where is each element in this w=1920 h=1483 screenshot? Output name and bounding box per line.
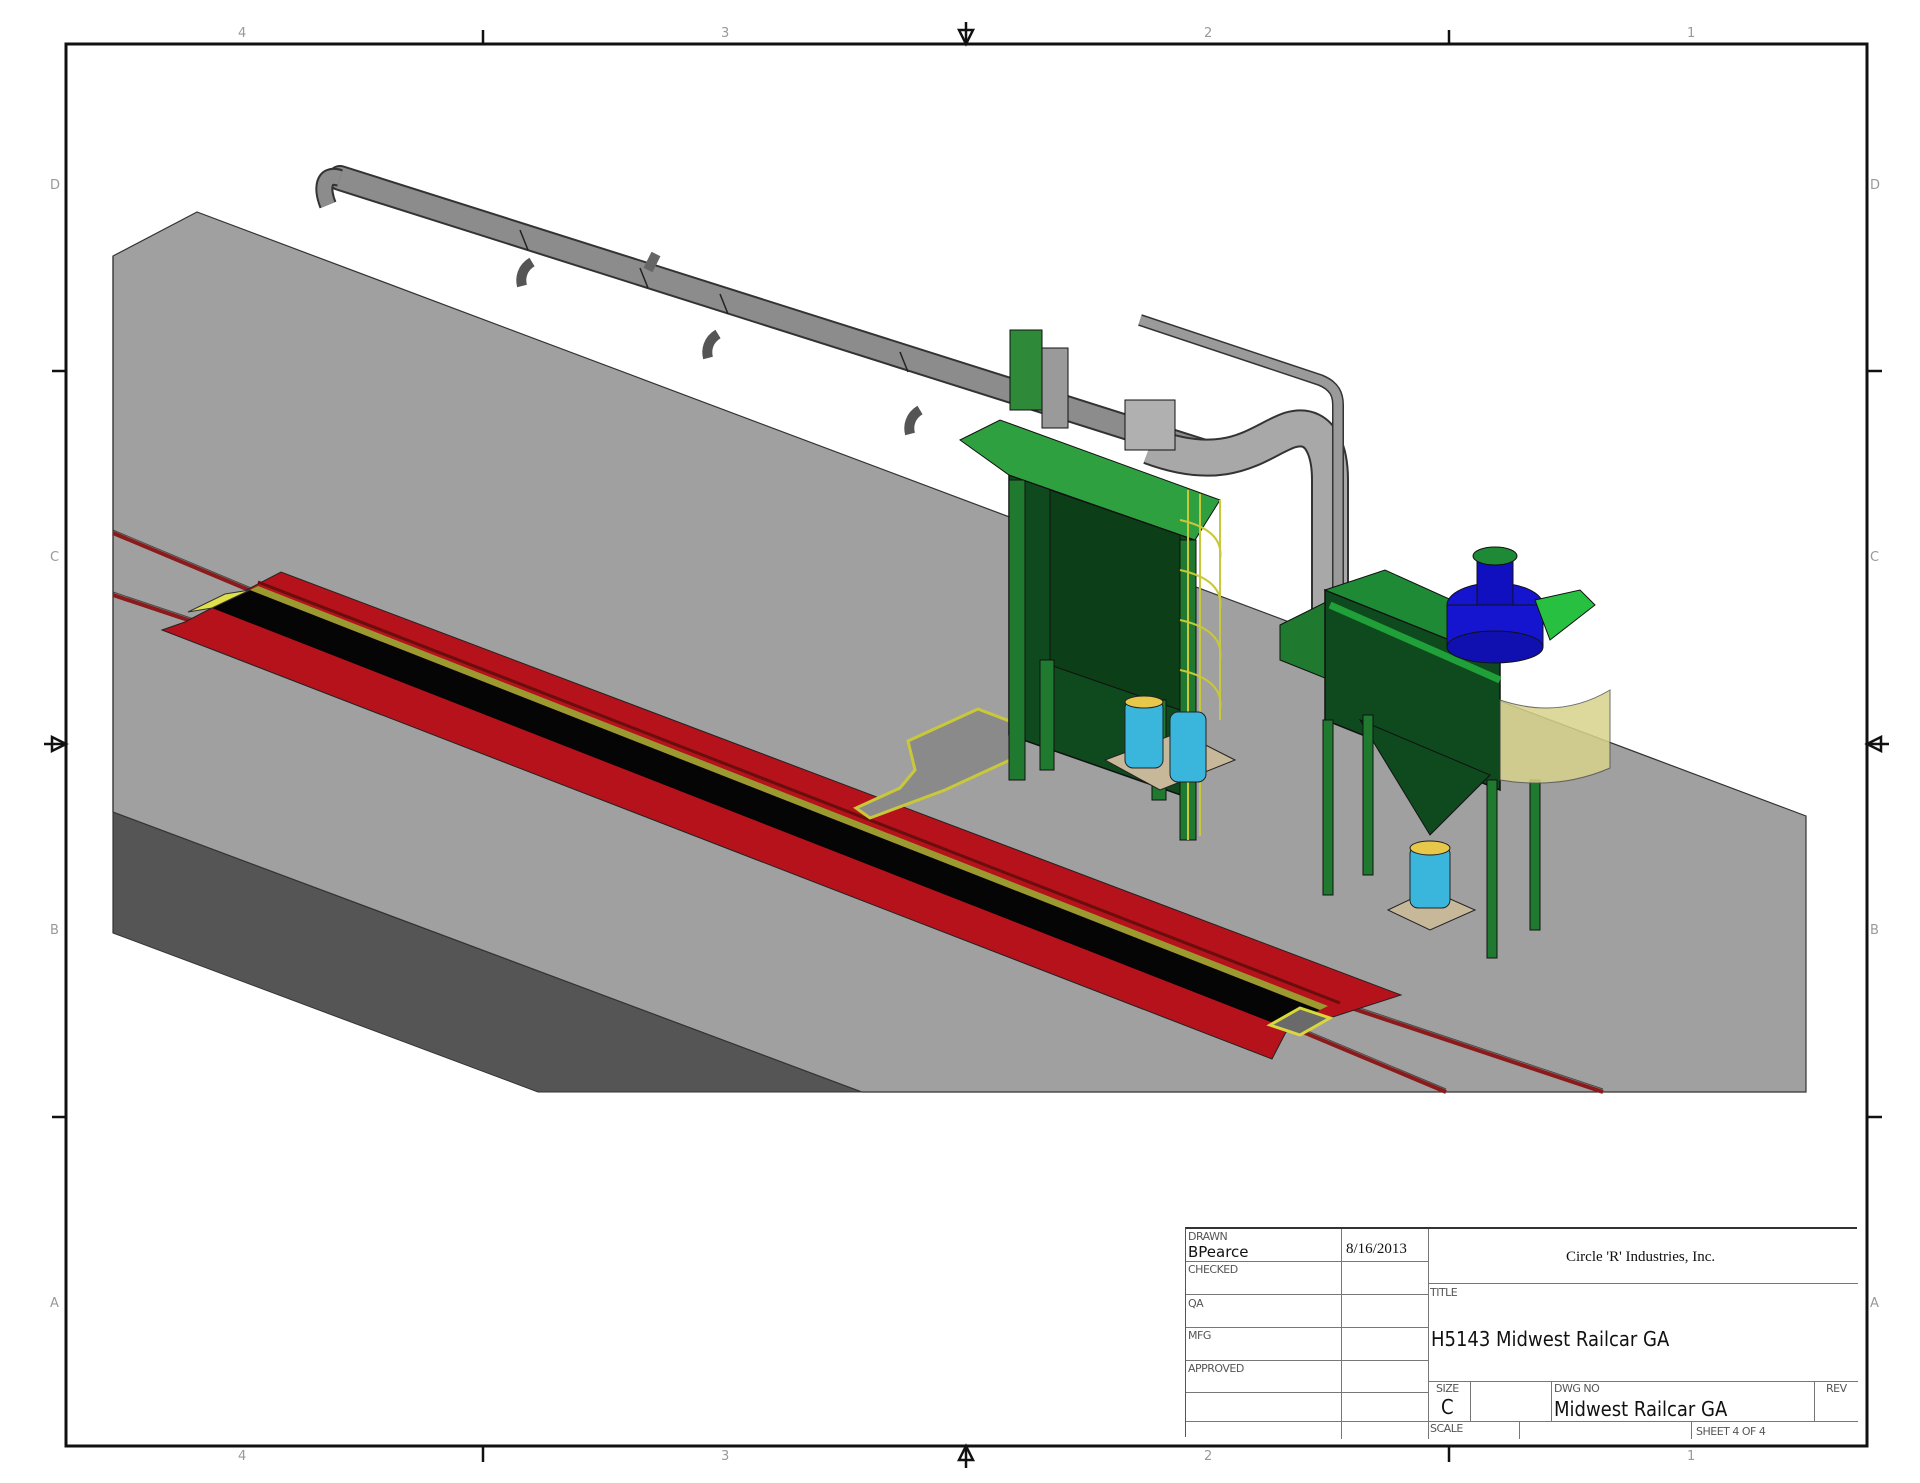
zone-col-top: 1: [1687, 26, 1696, 41]
zone-row-right: D: [1870, 178, 1881, 193]
drawing-title: H5143 Midwest Railcar GA: [1431, 1327, 1670, 1351]
rev-label: REV: [1826, 1382, 1847, 1395]
zone-col-bottom: 2: [1204, 1449, 1213, 1464]
zone-row-right: C: [1870, 550, 1880, 565]
company-name: Circle 'R' Industries, Inc.: [1566, 1249, 1716, 1265]
pit-end-curb-left: [187, 589, 251, 613]
size-label: SIZE: [1436, 1382, 1459, 1395]
zone-ticks: [52, 30, 1882, 1462]
zone-row-right: B: [1870, 923, 1879, 938]
cad-model-view: [112, 165, 1807, 1094]
approved-label: APPROVED: [1188, 1362, 1244, 1375]
zone-col-bottom: 4: [238, 1449, 247, 1464]
qa-label: QA: [1188, 1297, 1204, 1310]
sheet-number: SHEET 4 OF 4: [1696, 1425, 1766, 1438]
drawn-by: BPearce: [1188, 1243, 1249, 1261]
zone-col-top: 2: [1204, 26, 1213, 41]
center-mark-arrows: [44, 22, 1889, 1468]
dwg-no-label: DWG NO: [1554, 1382, 1600, 1395]
dust-collector: [1279, 546, 1611, 959]
zone-row-left: C: [50, 550, 60, 565]
zone-col-bottom: 3: [721, 1449, 730, 1464]
drawn-date: 8/16/2013: [1346, 1241, 1407, 1257]
drawn-label: DRAWN: [1188, 1230, 1228, 1243]
blast-booth: [959, 329, 1237, 841]
zone-col-top: 4: [238, 26, 247, 41]
pit-end-curb-right: [1266, 1006, 1334, 1037]
pit-curb: [250, 586, 1328, 1010]
zone-row-right: A: [1870, 1296, 1879, 1311]
zone-col-top: 3: [721, 26, 730, 41]
access-pit: [853, 707, 1022, 820]
zone-row-left: D: [50, 178, 61, 193]
scale-label: SCALE: [1430, 1422, 1463, 1435]
overhead-duct: [315, 165, 1349, 620]
sheet-size: C: [1441, 1395, 1454, 1419]
zone-col-bottom: 1: [1687, 1449, 1696, 1464]
mfg-label: MFG: [1188, 1329, 1211, 1342]
pit-opening: [212, 590, 1320, 1028]
zone-row-left: A: [50, 1296, 59, 1311]
drawing-number: Midwest Railcar GA: [1554, 1397, 1728, 1421]
zone-row-left: B: [50, 923, 59, 938]
checked-label: CHECKED: [1188, 1263, 1238, 1276]
title-label: TITLE: [1430, 1286, 1458, 1299]
title-block: DRAWN BPearce 8/16/2013 CHECKED QA MFG A…: [1185, 1227, 1858, 1439]
